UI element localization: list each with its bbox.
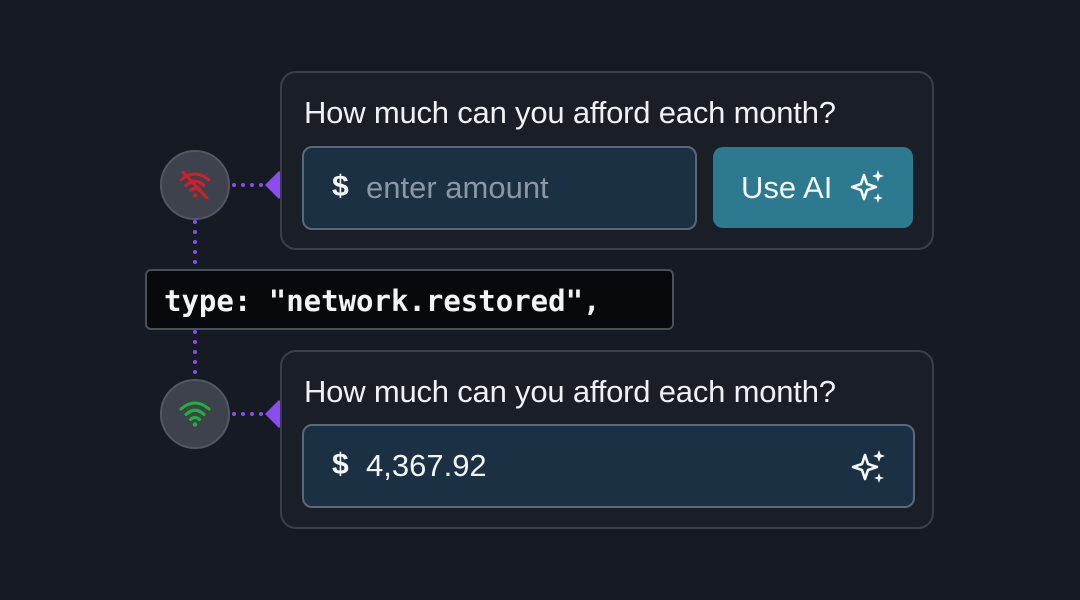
event-code-text: type: "network.restored", — [164, 284, 601, 318]
currency-symbol: $ — [332, 170, 349, 203]
sparkle-icon — [850, 170, 884, 203]
amount-placeholder: enter amount — [366, 170, 549, 205]
wifi-off-icon — [179, 170, 211, 200]
offline-budget-card: How much can you afford each month? $ en… — [280, 71, 934, 250]
question-label: How much can you afford each month? — [304, 95, 836, 130]
amount-value: 4,367.92 — [366, 448, 487, 483]
event-code-label: type: "network.restored", — [145, 269, 674, 330]
online-budget-card: How much can you afford each month? $ 4,… — [280, 350, 934, 529]
use-ai-button[interactable]: Use AI — [713, 147, 913, 228]
question-label: How much can you afford each month? — [304, 374, 836, 409]
use-ai-button-label: Use AI — [741, 170, 833, 205]
amount-input[interactable]: $ 4,367.92 — [302, 424, 915, 508]
wifi-icon — [179, 401, 211, 427]
online-status-indicator — [160, 379, 230, 449]
offline-status-indicator — [160, 150, 230, 220]
currency-symbol: $ — [332, 448, 349, 481]
sparkle-icon[interactable] — [850, 448, 888, 486]
amount-input[interactable]: $ enter amount — [302, 146, 697, 230]
